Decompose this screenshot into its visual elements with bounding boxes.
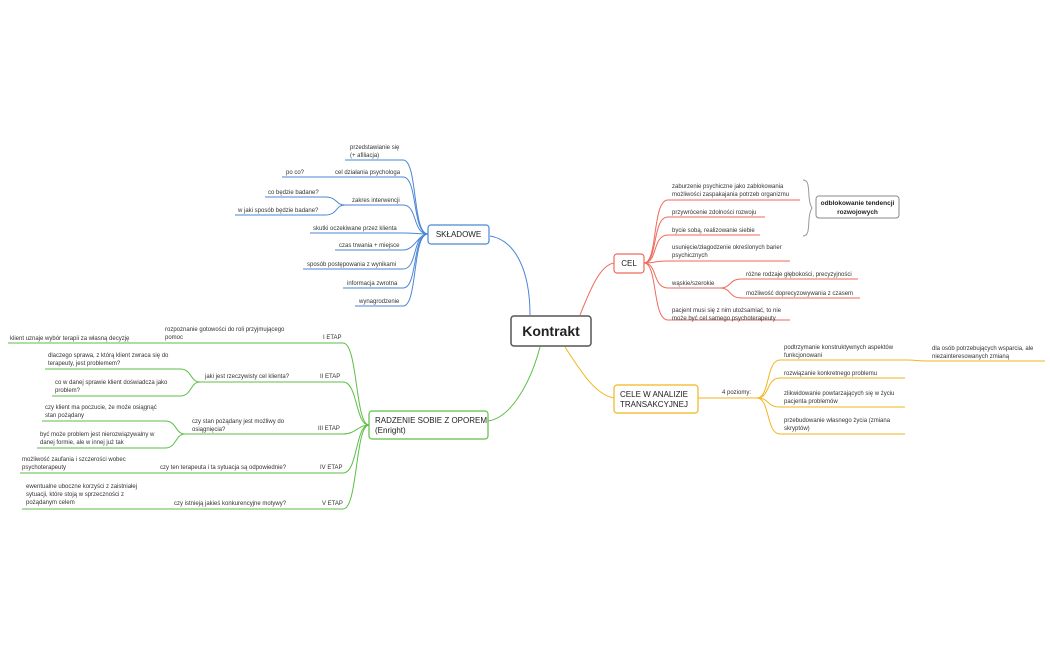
- skladowe-cel-dzialania: cel działania psychologa: [335, 170, 401, 176]
- opor-etap1-answer: klient uznaje wybór terapii za własną de…: [10, 336, 130, 342]
- cel-przywrocenie: przywrócenie zdolności rozwoju: [672, 210, 756, 216]
- opor-etap2-answer1-line2: terapeuty, jest problemem?: [48, 361, 121, 367]
- central-topic[interactable]: Kontrakt: [510, 315, 592, 347]
- cele-at-przebudowanie-line1: przebudowanie własnego życia (zmiana: [784, 418, 891, 424]
- cel-mozliwosc: możliwość doprecyzowywania z czasem: [746, 291, 853, 297]
- cele-at-podtrzymanie-line1: podtrzymanie konstruktywnych aspektów: [784, 345, 894, 351]
- central-topic-label: Kontrakt: [522, 323, 580, 339]
- skladowe-informacja: informacja zwrotna: [347, 281, 398, 287]
- cel-summary-line2: rozwojowych: [837, 209, 878, 216]
- skladowe-co-bedzie: co będzie badane?: [268, 190, 319, 196]
- opor-etap3-answer2-line1: być może problem jest nierozwiązywalny w: [40, 432, 155, 438]
- cel-pacjent-line1: pacjent musi się z nim utożsamiać, to ni…: [672, 308, 782, 314]
- skladowe-w-jaki-sposob: w jaki sposób będzie badane?: [237, 208, 319, 214]
- opor-etap1-question-line1: rozpoznanie gotowości do roli przyjmując…: [165, 327, 285, 333]
- opor-etap1-label: I ETAP: [323, 335, 342, 341]
- cel-summary-line1: odblokowanie tendencji: [821, 200, 895, 207]
- opor-etap3-question-line2: osiągnięcia?: [192, 427, 226, 433]
- cele-at-dla-osob-line1: dla osób potrzebujących wsparcia, ale: [932, 346, 1034, 352]
- opor-etap2-answer2-line1: co w danej sprawie klient doświadcza jak…: [55, 380, 168, 386]
- opor-etap2-answer1-line1: dlaczego sprawa, z którą klient zwraca s…: [48, 353, 169, 359]
- opor-label-line2: (Enright): [375, 426, 406, 435]
- opor-etap5-answer-line1: ewentualne uboczne korzyści z zaistniałe…: [26, 484, 137, 490]
- opor-etap5-label: V ETAP: [322, 501, 343, 507]
- opor-etap4-answer-line2: psychoterapeuty: [22, 465, 66, 471]
- cel-node[interactable]: CEL: [613, 253, 645, 274]
- opor-etap5-answer-line2: sytuacji, które stoją w sprzeczności z: [26, 492, 124, 498]
- cele-at-przebudowanie-line2: skryptów): [784, 426, 810, 432]
- cel-zaburzenie-line1: zaburzenie psychiczne jako zablokowania: [672, 184, 784, 190]
- opor-etap4-answer-line1: możliwość zaufania i szczerości wobec: [22, 457, 126, 463]
- cele-at-poziomy: 4 poziomy:: [722, 390, 751, 396]
- opor-etap2-label: II ETAP: [320, 374, 340, 380]
- opor-etap3-label: III ETAP: [318, 426, 340, 432]
- cel-summary-box[interactable]: odblokowanie tendencji rozwojowych: [815, 195, 900, 219]
- skladowe-przedstawianie-line1: przedstawianie się: [350, 145, 400, 151]
- cele-at-rozwiazanie: rozwiązanie konkretnego problemu: [784, 371, 877, 377]
- cel-waskie: wąskie/szerokie: [671, 281, 715, 287]
- skladowe-node[interactable]: SKŁADOWE: [427, 224, 490, 245]
- cel-rozne: różne rodzaje głębokości, precyzyjności: [746, 272, 852, 278]
- cele-at-zlikwidowanie-line1: zlikwidowanie powtarzających się w życiu: [784, 391, 894, 397]
- skladowe-po-co: po co?: [286, 170, 305, 176]
- skladowe-wynagrodzenie: wynagrodzenie: [358, 299, 400, 305]
- opor-etap1-question-line2: pomoc: [165, 335, 183, 341]
- cele-at-podtrzymanie-line2: funkcjonowani: [784, 353, 822, 359]
- branch-cel: [579, 262, 615, 316]
- opor-etap4-question: czy ten terapeuta i ta sytuacja są odpow…: [160, 465, 287, 471]
- cel-usuniecie-line2: psychicznych: [672, 253, 708, 259]
- skladowe-przedstawianie-line2: (+ afiliacja): [350, 153, 379, 159]
- branch-skladowe: [489, 235, 531, 316]
- opor-etap2-answer2-line2: problem?: [55, 388, 81, 394]
- branch-opor: [487, 346, 541, 422]
- cel-zaburzenie-line2: możliwości zaspakajania potrzeb organizm…: [672, 192, 789, 198]
- cele-at-connectors: [698, 359, 1045, 435]
- cele-at-node[interactable]: CELE W ANALIZIE TRANSAKCYJNEJ: [613, 384, 699, 414]
- skladowe-czas: czas trwania + miejsce: [339, 243, 400, 249]
- opor-etap5-answer-line3: pożądanym celem: [26, 500, 75, 506]
- opor-etap3-answer1-line2: stan pożądany: [45, 413, 84, 419]
- cele-at-label-line1: CELE W ANALIZIE: [620, 390, 688, 399]
- opor-etap3-answer2-line2: danej formie, ale w innej już tak: [40, 440, 125, 446]
- opor-etap3-answer1-line1: czy klient ma poczucie, że może osiągnąć: [45, 405, 157, 411]
- skladowe-sposob: sposób postępowania z wynikami: [307, 262, 396, 268]
- opor-etap5-question: czy istnieją jakieś konkurencyjne motywy…: [174, 501, 287, 507]
- branch-cele-at: [564, 346, 615, 399]
- skladowe-skutki: skutki oczekiwane przez klienta: [313, 226, 397, 232]
- skladowe-label: SKŁADOWE: [436, 230, 481, 239]
- opor-label-line1: RADZENIE SOBIE Z OPOREM: [375, 416, 487, 425]
- opor-connectors: [8, 342, 370, 510]
- skladowe-zakres: zakres interwencji: [352, 198, 400, 204]
- opor-etap4-label: IV ETAP: [320, 465, 343, 471]
- skladowe-connectors: [235, 159, 429, 307]
- cel-label: CEL: [621, 259, 637, 268]
- opor-etap3-question-line1: czy stan pożądany jest możliwy do: [192, 419, 285, 425]
- opor-node[interactable]: RADZENIE SOBIE Z OPOREM (Enright): [368, 410, 489, 440]
- cel-usuniecie-line1: usunięcie/złagodzenie określonych barier: [672, 245, 782, 251]
- cel-connectors: [643, 179, 860, 321]
- cel-bycie: bycie sobą, realizowanie siebie: [672, 228, 755, 234]
- cele-at-dla-osob-line2: niezainteresowanych zmianą: [932, 354, 1010, 360]
- opor-etap2-question: jaki jest rzeczywisty cel klienta?: [204, 374, 290, 380]
- cele-at-zlikwidowanie-line2: pacjenta problemów: [784, 399, 838, 405]
- cel-pacjent-line2: może być cel samego psychoterapeuty: [672, 316, 776, 322]
- cele-at-label-line2: TRANSAKCYJNEJ: [620, 400, 688, 409]
